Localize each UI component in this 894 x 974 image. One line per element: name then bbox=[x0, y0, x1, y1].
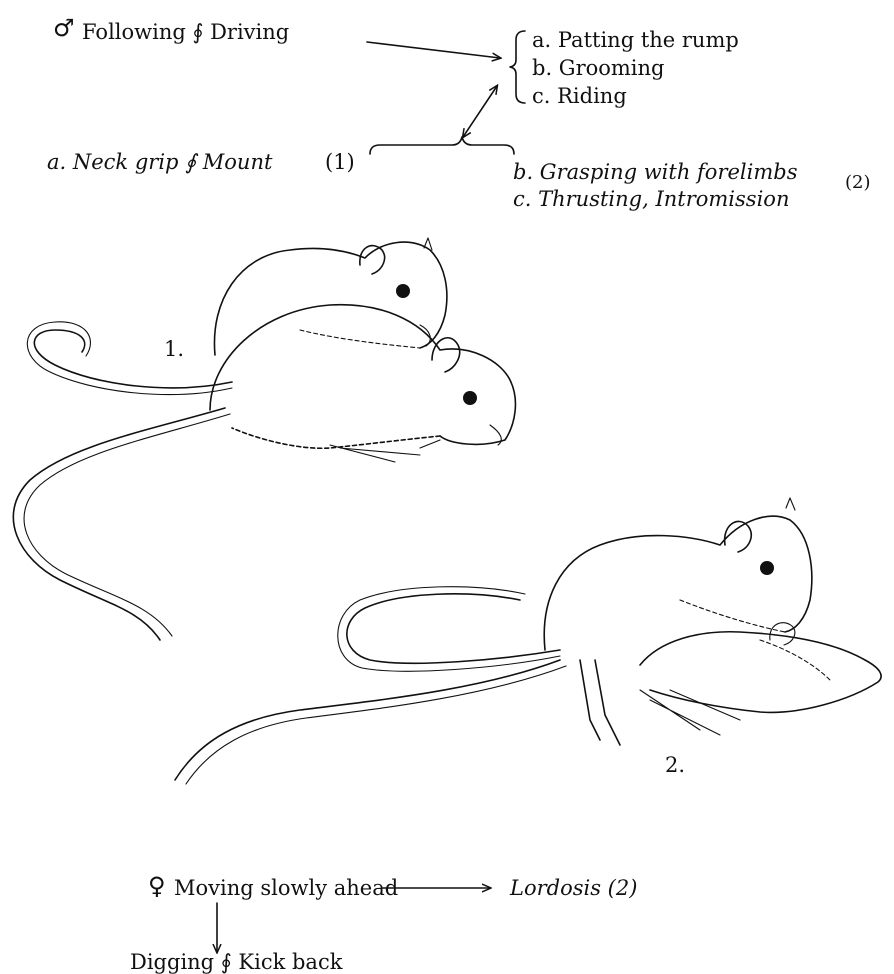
female-response: Lordosis (2) bbox=[510, 878, 637, 899]
copulation-item-b: b. Grasping with forelimbs bbox=[513, 162, 797, 183]
figure-1-label: 1. bbox=[164, 339, 184, 360]
responses-brace bbox=[510, 31, 525, 103]
female-alternative: Digging ∮ Kick back bbox=[130, 952, 342, 973]
male-behavior: Following ∮ Driving bbox=[82, 22, 289, 43]
response-b: b. Grooming bbox=[532, 58, 665, 79]
copulation-item-a: a. Neck grip ∮ Mount bbox=[47, 152, 272, 173]
male-symbol: ♂ bbox=[53, 16, 75, 40]
figure-2-label: 2. bbox=[665, 755, 685, 776]
copulation-item-a-ref: (1) bbox=[325, 152, 355, 173]
copulation-item-c: c. Thrusting, Intromission bbox=[513, 189, 789, 210]
figure-1-mice bbox=[13, 238, 515, 640]
female-behavior: Moving slowly ahead bbox=[174, 878, 398, 899]
response-c: c. Riding bbox=[532, 86, 627, 107]
figure-2-mice bbox=[175, 498, 881, 784]
female-symbol: ♀ bbox=[148, 874, 166, 898]
arrow-male-to-responses bbox=[367, 42, 500, 58]
double-arrow bbox=[463, 86, 497, 137]
copulation-brace bbox=[370, 137, 514, 154]
copulation-items-bc-ref: (2) bbox=[845, 174, 871, 192]
response-a: a. Patting the rump bbox=[532, 30, 739, 51]
